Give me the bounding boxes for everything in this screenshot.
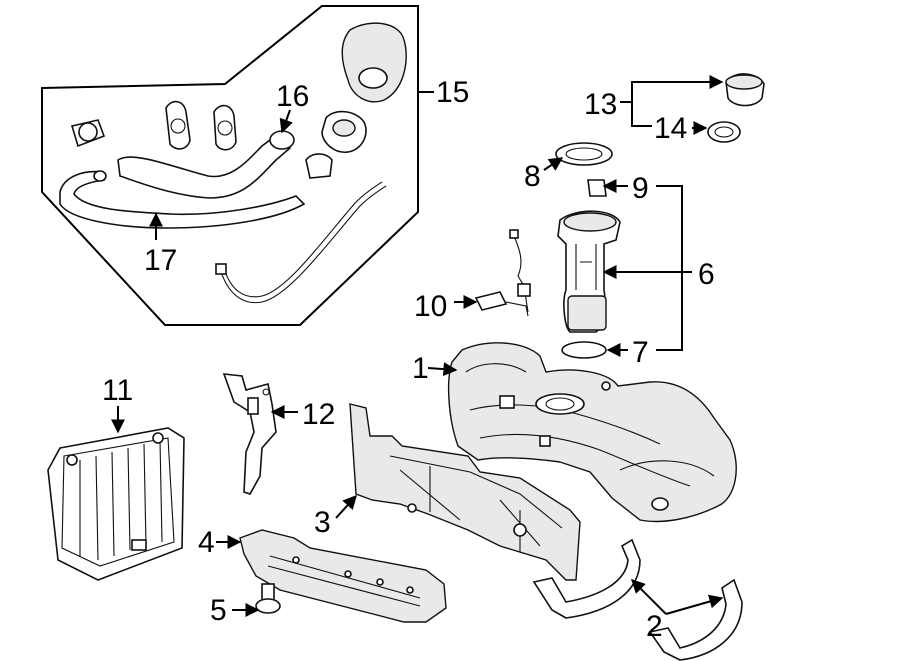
fuel-level-sensor <box>474 229 531 317</box>
heat-shield <box>349 403 581 581</box>
callout-13: 13 <box>584 88 617 121</box>
callout-6: 6 <box>698 258 715 291</box>
callout-3: 3 <box>314 506 331 539</box>
fuel-pump-module <box>555 142 621 359</box>
callout-9: 9 <box>632 172 649 205</box>
callout-17: 17 <box>144 244 177 277</box>
callout-labels: 1 2 3 4 5 6 7 8 9 10 11 12 13 14 15 16 1… <box>102 76 715 643</box>
bracket <box>222 373 277 495</box>
callout-4: 4 <box>198 526 215 559</box>
rollover-valve <box>587 179 607 197</box>
callout-11: 11 <box>102 374 133 407</box>
callout-1: 1 <box>412 352 429 385</box>
callout-15: 15 <box>436 76 469 109</box>
callout-12: 12 <box>302 398 335 431</box>
filler-inset-panel <box>41 5 419 326</box>
callout-2: 2 <box>646 610 663 643</box>
callout-7: 7 <box>632 336 649 369</box>
callout-8: 8 <box>524 160 541 193</box>
control-module <box>47 427 185 581</box>
callout-16: 16 <box>276 80 309 113</box>
tank-straps <box>532 538 743 661</box>
lock-ring <box>555 142 613 166</box>
skid-plate <box>239 529 447 623</box>
gasket <box>561 341 607 359</box>
callout-14: 14 <box>654 112 687 145</box>
leader-lines <box>111 75 724 617</box>
gas-cap <box>707 73 765 143</box>
callout-10: 10 <box>414 290 447 323</box>
bolt <box>255 583 281 614</box>
fuel-tank <box>447 342 737 523</box>
callout-5: 5 <box>210 594 227 627</box>
